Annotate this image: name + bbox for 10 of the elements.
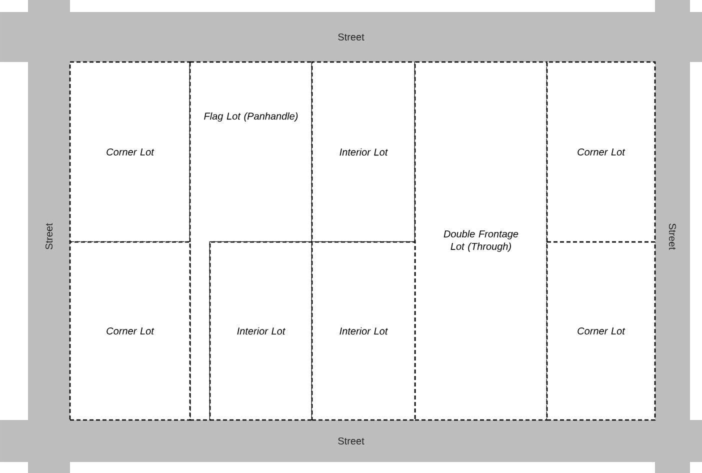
lot-outline: Corner Lot: [546, 61, 656, 243]
lot-outline: Corner Lot: [546, 241, 656, 421]
street-band: Street: [655, 0, 690, 473]
lot-outline: Corner Lot: [69, 241, 191, 421]
lot-outline: Interior Lot: [311, 61, 416, 243]
lot-outline: Corner Lot: [69, 61, 191, 243]
street-band: Street: [28, 0, 70, 473]
lot-outline: Interior Lot: [311, 241, 416, 421]
street-band: Street: [0, 420, 702, 462]
lot-outline: Interior Lot: [209, 241, 313, 421]
